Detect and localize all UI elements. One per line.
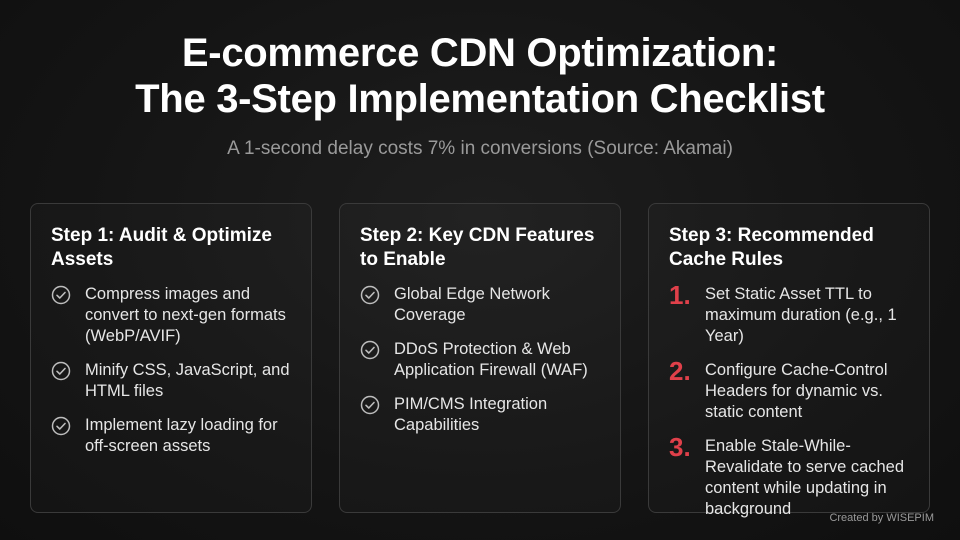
list-item: 2. Configure Cache-Control Headers for d…: [669, 356, 911, 423]
list-item: Global Edge Network Coverage: [360, 284, 602, 326]
check-circle-icon: [51, 285, 71, 305]
step-number: 3.: [669, 432, 691, 462]
step-3-title: Step 3: Recommended Cache Rules: [669, 225, 874, 270]
step-1-title: Step 1: Audit & Optimize Assets: [51, 225, 272, 270]
step-number: 1.: [669, 280, 691, 310]
list-item-text: Compress images and convert to next-gen …: [85, 285, 286, 345]
list-item-text: Configure Cache-Control Headers for dyna…: [705, 361, 888, 421]
step-number: 2.: [669, 356, 691, 386]
list-item: Minify CSS, JavaScript, and HTML files: [51, 360, 293, 402]
title-line-1: E-commerce CDN Optimization:: [181, 31, 779, 75]
list-item-text: Global Edge Network Coverage: [394, 285, 550, 324]
page-title: E-commerce CDN Optimization: The 3-Step …: [0, 30, 960, 122]
list-item: Implement lazy loading for off-screen as…: [51, 415, 293, 457]
list-item: 3. Enable Stale-While-Revalidate to serv…: [669, 432, 911, 520]
list-item-text: Implement lazy loading for off-screen as…: [85, 416, 278, 455]
step-3-card: Step 3: Recommended Cache Rules 1. Set S…: [648, 203, 930, 518]
list-item: Compress images and convert to next-gen …: [51, 284, 293, 347]
step-2-card: Step 2: Key CDN Features to Enable Globa…: [339, 203, 621, 513]
list-item: 1. Set Static Asset TTL to maximum durat…: [669, 280, 911, 347]
list-item-text: DDoS Protection & Web Application Firewa…: [394, 340, 588, 379]
check-circle-icon: [360, 340, 380, 360]
list-item: PIM/CMS Integration Capabilities: [360, 394, 602, 436]
subtitle: A 1-second delay costs 7% in conversions…: [227, 138, 733, 159]
step-2-title: Step 2: Key CDN Features to Enable: [360, 225, 595, 270]
step-1-card: Step 1: Audit & Optimize Assets Compress…: [30, 203, 312, 513]
list-item-text: Enable Stale-While-Revalidate to serve c…: [705, 437, 905, 518]
check-circle-icon: [51, 361, 71, 381]
list-item-text: Minify CSS, JavaScript, and HTML files: [85, 361, 290, 400]
list-item: DDoS Protection & Web Application Firewa…: [360, 339, 602, 381]
list-item-text: Set Static Asset TTL to maximum duration…: [705, 285, 897, 345]
check-circle-icon: [360, 285, 380, 305]
check-circle-icon: [360, 395, 380, 415]
credit-text: Created by WISEPIM: [829, 512, 934, 524]
list-item-text: PIM/CMS Integration Capabilities: [394, 395, 548, 434]
check-circle-icon: [51, 416, 71, 436]
title-line-2: The 3-Step Implementation Checklist: [135, 77, 825, 121]
